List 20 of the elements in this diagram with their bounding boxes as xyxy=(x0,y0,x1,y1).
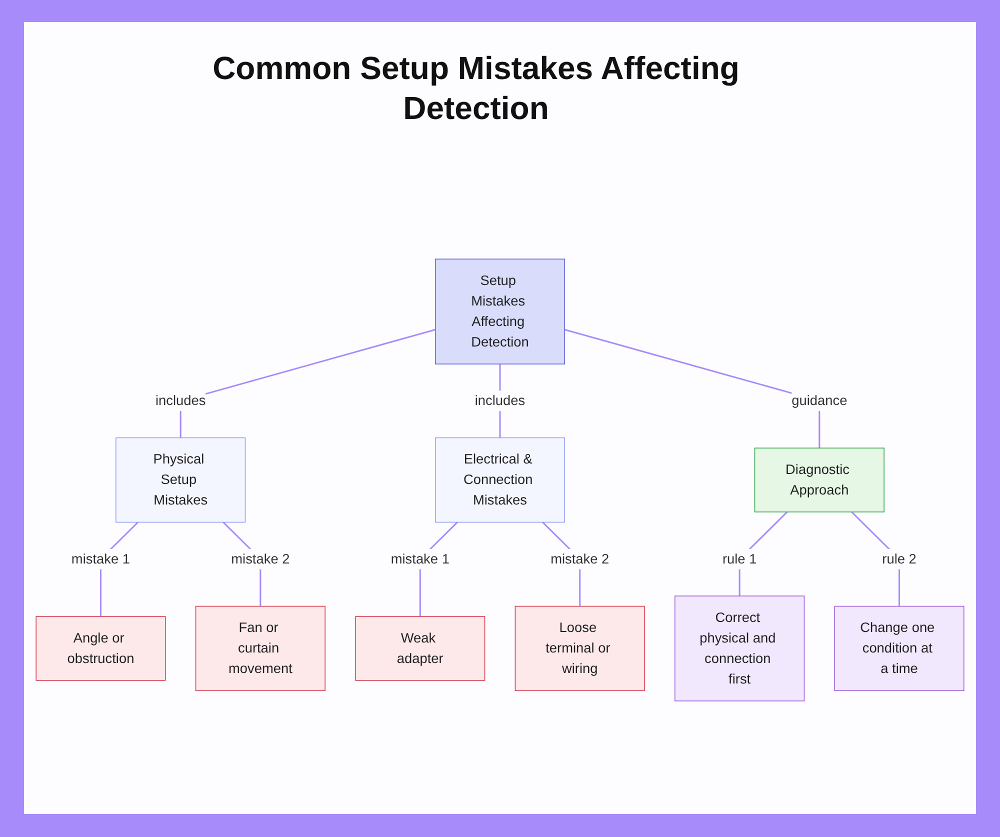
node-box: Loose terminal or wiring xyxy=(514,606,645,692)
edge-label: guidance xyxy=(792,392,848,408)
node-box: Fan or curtain movement xyxy=(195,606,326,692)
edge-label: mistake 1 xyxy=(390,551,450,566)
edge-label: mistake 1 xyxy=(71,551,130,566)
node-box: Change one condition at a time xyxy=(834,606,964,692)
node-box: Diagnostic Approach xyxy=(754,448,884,512)
node-box: Weak adapter xyxy=(355,616,486,681)
node-box: Setup Mistakes Affecting Detection xyxy=(434,258,566,364)
edge-label: rule 2 xyxy=(882,551,916,566)
edge-label: includes xyxy=(474,392,526,408)
node-box: Electrical & Connection Mistakes xyxy=(434,437,566,523)
node-box: Angle or obstruction xyxy=(36,616,166,681)
edge-label: rule 1 xyxy=(722,551,757,566)
node-box: Physical Setup Mistakes xyxy=(116,437,246,523)
edge-label: mistake 2 xyxy=(550,551,610,566)
edge-label: mistake 2 xyxy=(231,551,290,566)
edge-label: includes xyxy=(155,392,206,408)
node-box: Correct physical and connection first xyxy=(674,596,805,702)
diagram-title: Common Setup Mistakes Affecting Detection xyxy=(212,49,740,128)
